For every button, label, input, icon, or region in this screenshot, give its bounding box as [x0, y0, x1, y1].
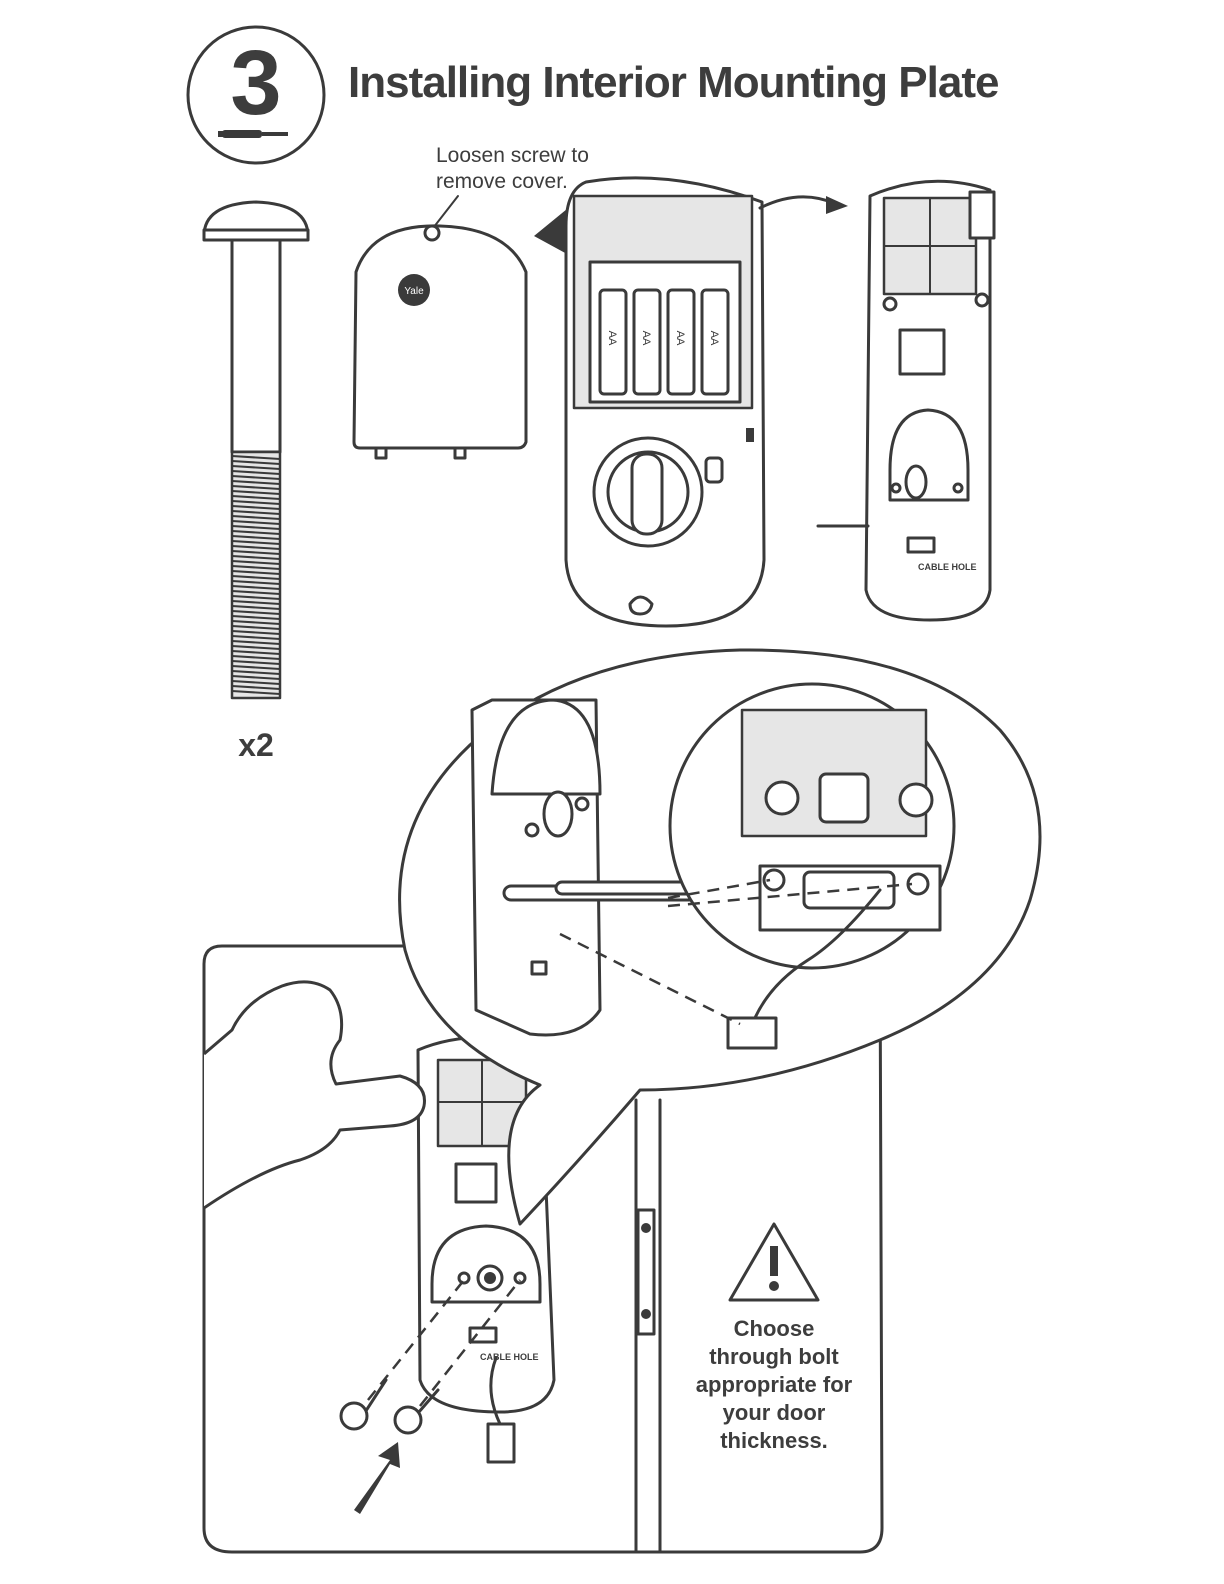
interior-lock-body: AA AA AA AA	[566, 178, 764, 626]
battery-cell: AA	[702, 290, 728, 394]
cable-hole-label-top: CABLE HOLE	[918, 562, 977, 572]
callout-loosen-line1: Loosen screw to	[436, 144, 589, 167]
battery-cell: AA	[634, 290, 660, 394]
warning-line-2: through bolt	[709, 1344, 839, 1369]
step-badge: 3	[188, 27, 324, 163]
warning-line-1: Choose	[734, 1316, 815, 1341]
quantity-label: x2	[238, 727, 274, 763]
battery-label: AA	[674, 331, 686, 346]
yale-logo-text: Yale	[404, 286, 424, 297]
battery-label: AA	[640, 331, 652, 346]
step-title: Installing Interior Mounting Plate	[348, 58, 998, 107]
rotate-arrow-head	[826, 196, 848, 214]
through-bolt	[204, 202, 308, 698]
battery-cell: AA	[668, 290, 694, 394]
warning-line-5: thickness.	[720, 1428, 828, 1453]
battery-label: AA	[708, 331, 720, 346]
callout-loosen-line2: remove cover.	[436, 170, 568, 193]
battery-label: AA	[606, 331, 618, 346]
step-number: 3	[230, 32, 281, 134]
cable-hole-label-bottom: CABLE HOLE	[480, 1352, 539, 1362]
warning-line-3: appropriate for	[696, 1372, 853, 1397]
warning-line-4: your door	[723, 1400, 826, 1425]
mounting-plate-top: CABLE HOLE	[818, 181, 994, 620]
battery-cell: AA	[600, 290, 626, 394]
battery-cover: Yale	[354, 226, 526, 458]
